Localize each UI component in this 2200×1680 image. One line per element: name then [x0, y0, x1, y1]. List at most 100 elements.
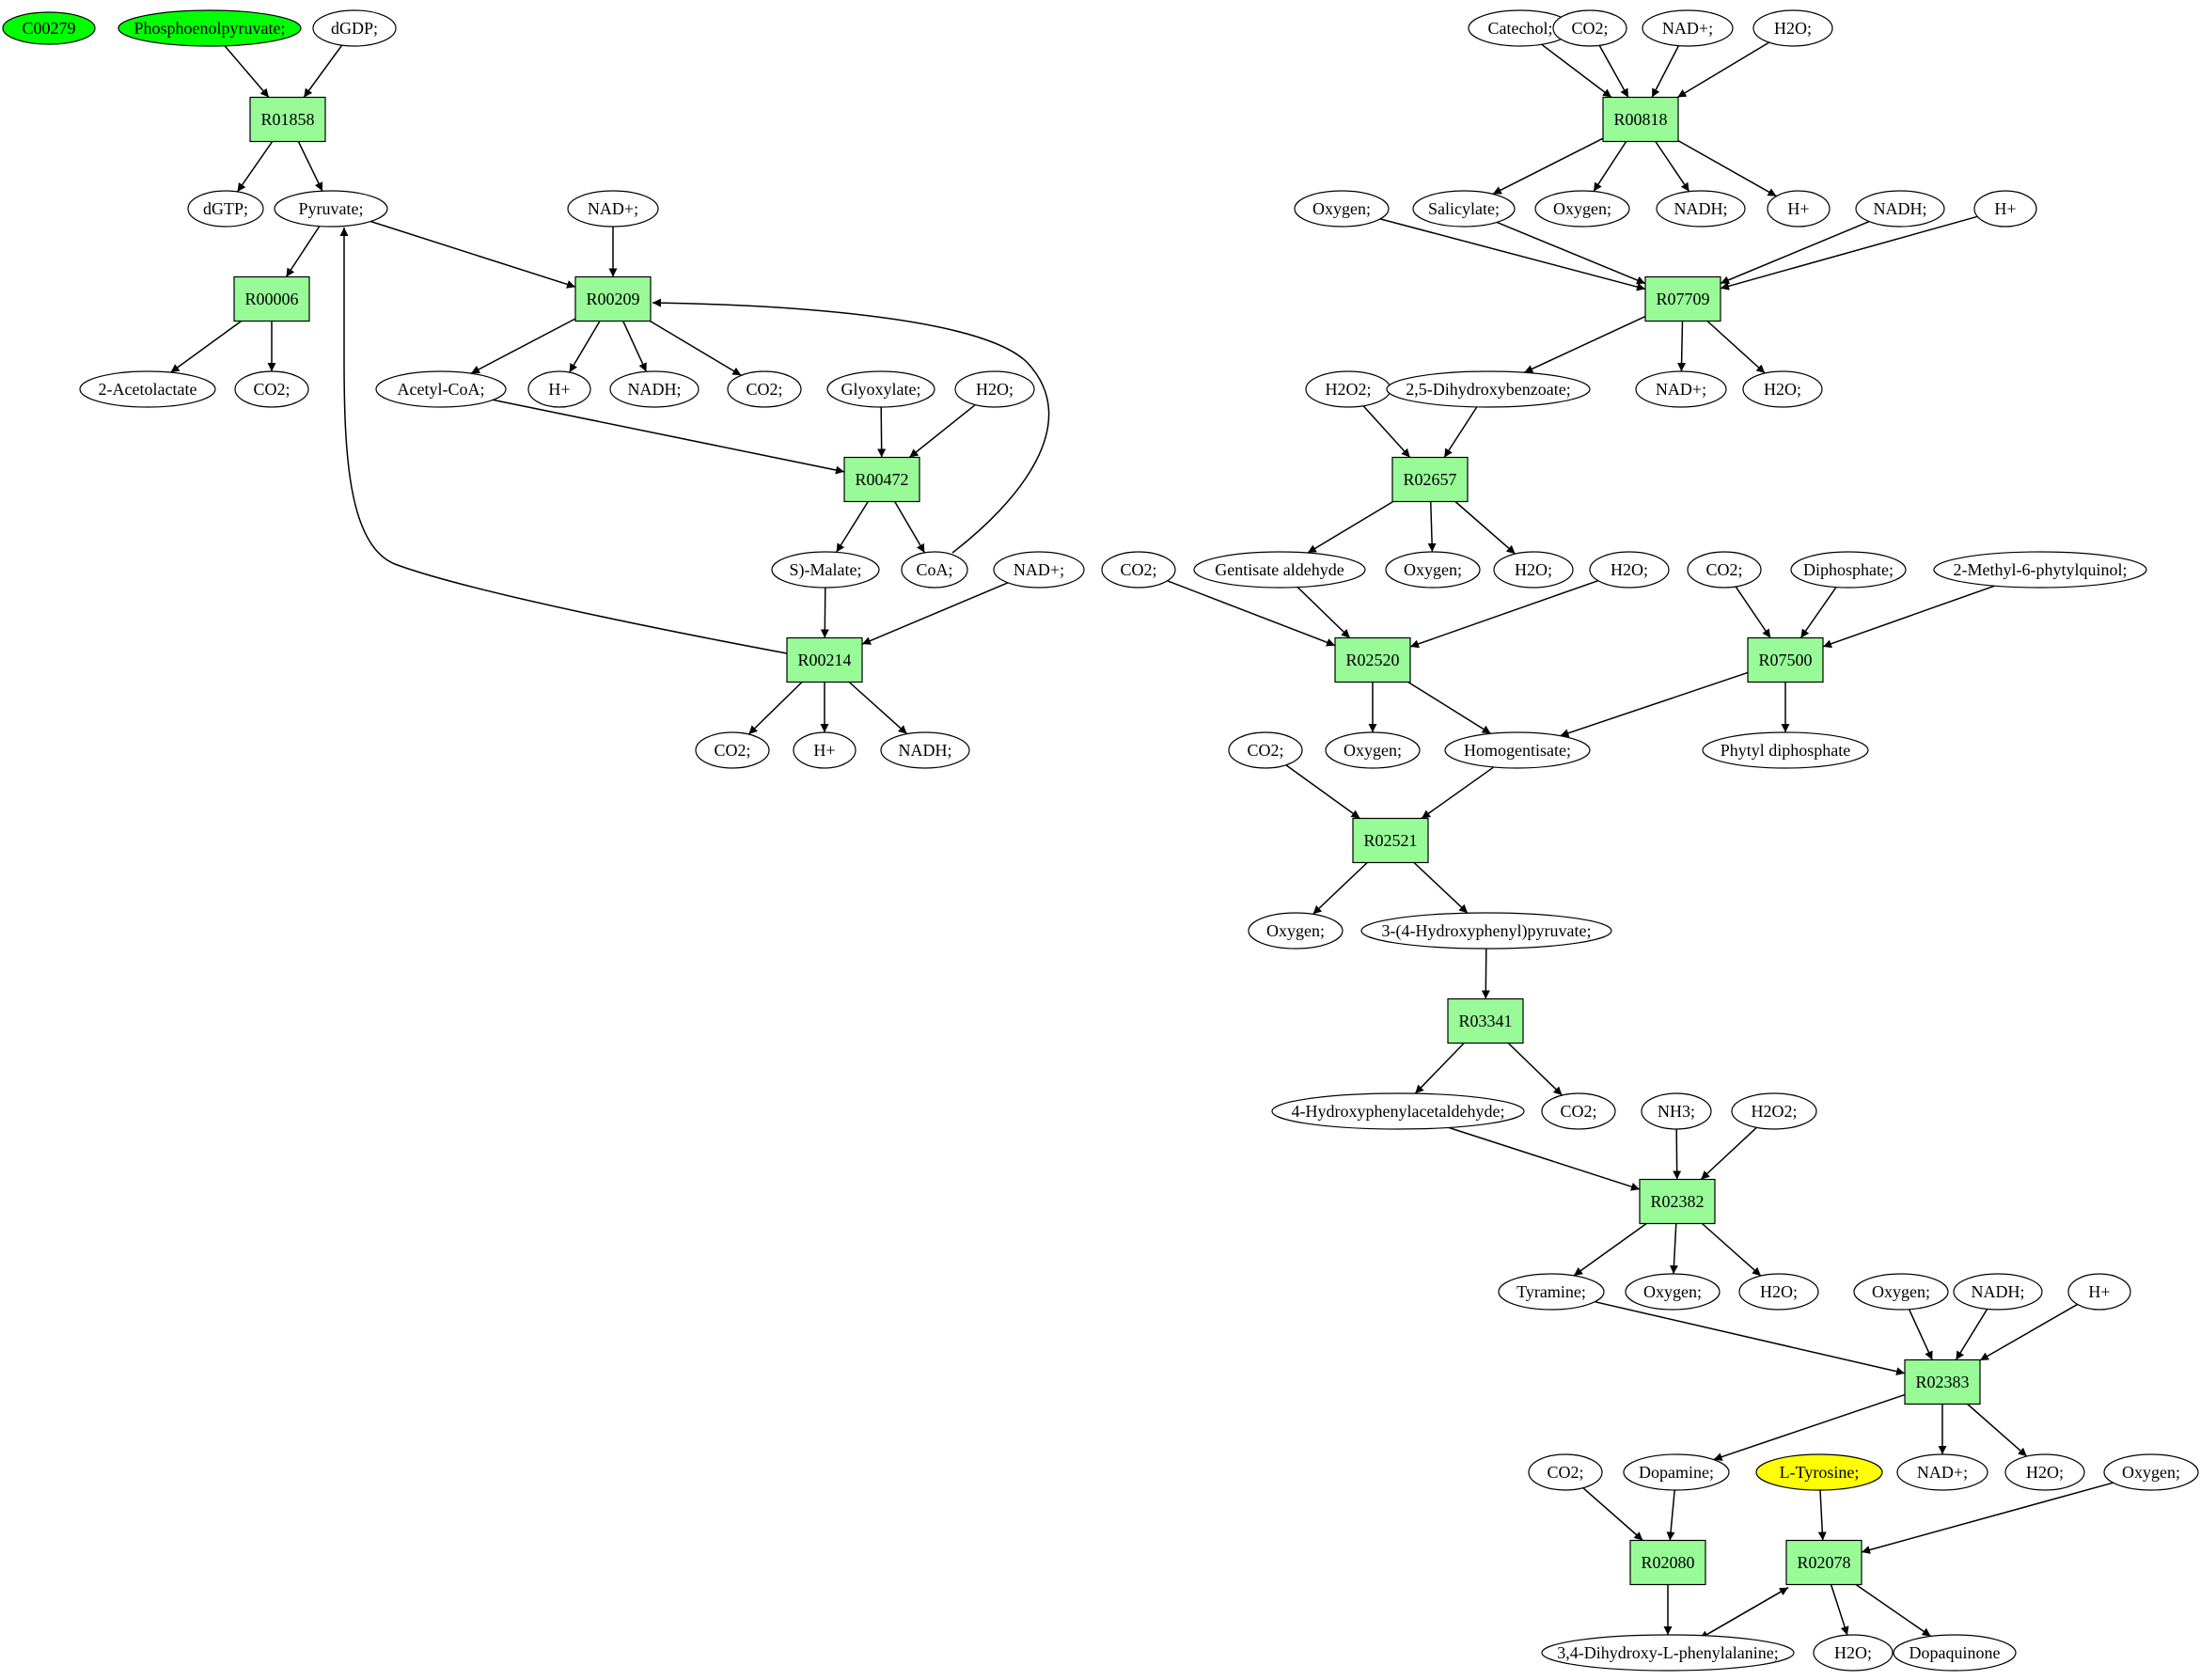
compound-ellipse [1635, 370, 1727, 408]
compound-node-glyoxylate[interactable]: Glyoxylate; [826, 370, 935, 408]
compound-node-h2o_c[interactable]: H2O; [1742, 370, 1823, 408]
compound-node-h2o_d[interactable]: H2O; [1493, 551, 1574, 589]
compound-node-co2_h[interactable]: CO2; [1541, 1092, 1616, 1130]
compound-node-acetylcoa[interactable]: Acetyl-CoA; [375, 370, 507, 408]
compound-node-oxygen_f[interactable]: Oxygen; [1625, 1273, 1721, 1311]
reaction-node-r00209[interactable]: R00209 [574, 275, 652, 322]
compound-node-dopaquinone[interactable]: Dopaquinone [1893, 1634, 2017, 1672]
reaction-label: R02657 [1403, 470, 1456, 489]
compound-node-co2_b[interactable]: CO2; [727, 370, 802, 408]
reaction-node-r02521[interactable]: R02521 [1352, 817, 1429, 864]
compound-node-nad_e[interactable]: NAD+; [1896, 1453, 1988, 1491]
compound-ellipse [1813, 1634, 1894, 1672]
compound-node-dgdp[interactable]: dGDP; [312, 9, 397, 47]
compound-node-hplus_d[interactable]: H+ [1973, 190, 2037, 228]
compound-label: Phytyl diphosphate [1721, 741, 1851, 760]
compound-node-oxygen_d[interactable]: Oxygen; [1325, 731, 1421, 769]
compound-node-co2_e[interactable]: CO2; [1101, 551, 1176, 589]
reaction-node-r03341[interactable]: R03341 [1447, 997, 1524, 1044]
reaction-node-r07500[interactable]: R07500 [1747, 636, 1824, 683]
compound-node-diphosphate[interactable]: Diphosphate; [1790, 551, 1907, 589]
edge-r00214-to-pyruvate [339, 228, 788, 654]
edge-r02078-to-dopaquinone [1855, 1583, 1932, 1638]
compound-node-ldopa[interactable]: 3,4-Dihydroxy-L-phenylalanine; [1541, 1634, 1795, 1672]
compound-node-oxygen_c[interactable]: Oxygen; [1385, 551, 1481, 589]
reaction-node-r02078[interactable]: R02078 [1785, 1539, 1862, 1586]
compound-node-nadh_d[interactable]: NADH; [1855, 190, 1945, 228]
reaction-node-r00006[interactable]: R00006 [233, 275, 310, 322]
compound-node-phytyldp[interactable]: Phytyl diphosphate [1702, 731, 1869, 769]
compound-node-h2o_h[interactable]: H2O; [1813, 1634, 1894, 1672]
compound-node-tyramine[interactable]: Tyramine; [1498, 1273, 1605, 1311]
compound-node-oxygen_e[interactable]: Oxygen; [1248, 912, 1344, 950]
compound-node-hplus_a[interactable]: H+ [527, 370, 591, 408]
compound-ellipse [1642, 9, 1734, 47]
compound-node-dopamine[interactable]: Dopamine; [1623, 1453, 1730, 1491]
edge-r02521-to-hppyr [1413, 861, 1469, 914]
compound-node-nad_c[interactable]: NAD+; [1642, 9, 1734, 47]
compound-node-mpq[interactable]: 2-Methyl-6-phytylquinol; [1933, 551, 2147, 589]
reaction-node-r07709[interactable]: R07709 [1644, 275, 1721, 322]
compound-node-h2o_f[interactable]: H2O; [1738, 1273, 1819, 1311]
reaction-node-r01858[interactable]: R01858 [249, 96, 326, 143]
compound-node-nad_b[interactable]: NAD+; [993, 551, 1085, 589]
compound-node-coa[interactable]: CoA; [901, 551, 968, 589]
compound-node-co2_g[interactable]: CO2; [1228, 731, 1303, 769]
compound-node-nad_d[interactable]: NAD+; [1635, 370, 1727, 408]
edge-hppyr-to-r03341 [1481, 948, 1490, 999]
reaction-box [843, 456, 920, 503]
compound-node-nadh_a[interactable]: NADH; [609, 370, 699, 408]
compound-node-c00279[interactable]: C00279 [2, 11, 96, 45]
compound-node-hplus_e[interactable]: H+ [2067, 1273, 2131, 1311]
edge-r00818-to-oxygen_b [1593, 141, 1627, 192]
compound-node-malate[interactable]: S)-Malate; [771, 551, 880, 589]
compound-node-oxygen_b[interactable]: Oxygen; [1534, 190, 1630, 228]
compound-node-nadh_b[interactable]: NADH; [880, 731, 970, 769]
compound-node-nh3[interactable]: NH3; [1641, 1092, 1712, 1130]
compound-node-gentisald[interactable]: Gentisate aldehyde [1193, 551, 1366, 589]
compound-node-co2_f[interactable]: CO2; [1687, 551, 1762, 589]
compound-node-hpaald[interactable]: 4-Hydroxyphenylacetaldehyde; [1271, 1092, 1525, 1130]
compound-node-h2o2_a[interactable]: H2O2; [1305, 370, 1391, 408]
reaction-node-r00818[interactable]: R00818 [1602, 96, 1679, 143]
reaction-node-r02382[interactable]: R02382 [1639, 1178, 1716, 1225]
compound-node-catechol[interactable]: Catechol; [1468, 9, 1573, 47]
compound-node-acetolactate[interactable]: 2-Acetolactate [79, 370, 216, 408]
compound-node-h2o_e[interactable]: H2O; [1589, 551, 1670, 589]
compound-node-ltyrosine[interactable]: L-Tyrosine; [1755, 1453, 1883, 1491]
reaction-node-r02520[interactable]: R02520 [1334, 636, 1411, 683]
edge-nh3-to-r02382 [1673, 1128, 1682, 1180]
compound-node-oxygen_a[interactable]: Oxygen; [1294, 190, 1390, 228]
edge-homogentisate-to-r02521 [1421, 766, 1495, 820]
compound-node-co2_c[interactable]: CO2; [695, 731, 770, 769]
compound-node-hplus_b[interactable]: H+ [793, 731, 856, 769]
compound-node-oxygen_h[interactable]: Oxygen; [2103, 1453, 2199, 1491]
compound-node-h2o_a[interactable]: H2O; [954, 370, 1035, 408]
compound-node-hplus_c[interactable]: H+ [1767, 190, 1831, 228]
reaction-node-r02657[interactable]: R02657 [1391, 456, 1469, 503]
compound-node-h2o_b[interactable]: H2O; [1752, 9, 1833, 47]
compound-node-pyruvate[interactable]: Pyruvate; [274, 190, 388, 228]
compound-node-homogentisate[interactable]: Homogentisate; [1444, 731, 1591, 769]
compound-node-oxygen_g[interactable]: Oxygen; [1853, 1273, 1949, 1311]
compound-node-h2o_g[interactable]: H2O; [2004, 1453, 2085, 1491]
compound-node-co2_i[interactable]: CO2; [1528, 1453, 1603, 1491]
reaction-node-r02080[interactable]: R02080 [1629, 1539, 1706, 1586]
compound-node-co2_a[interactable]: CO2; [234, 370, 309, 408]
compound-node-h2o2_b[interactable]: H2O2; [1731, 1092, 1817, 1130]
compound-ellipse [1752, 9, 1833, 47]
compound-node-salicylate[interactable]: Salicylate; [1412, 190, 1516, 228]
compound-node-dhb[interactable]: 2,5-Dihydroxybenzoate; [1386, 370, 1591, 408]
compound-node-co2_d[interactable]: CO2; [1552, 9, 1627, 47]
reaction-node-r00214[interactable]: R00214 [786, 636, 863, 683]
compound-label: Acetyl-CoA; [398, 380, 485, 399]
compound-node-nadh_e[interactable]: NADH; [1953, 1273, 2043, 1311]
compound-node-pep[interactable]: Phosphoenolpyruvate; [118, 9, 302, 47]
compound-node-hppyr[interactable]: 3-(4-Hydroxyphenyl)pyruvate; [1360, 912, 1612, 950]
reaction-node-r02383[interactable]: R02383 [1904, 1358, 1981, 1405]
reaction-node-r00472[interactable]: R00472 [843, 456, 920, 503]
compound-node-nad_a[interactable]: NAD+; [567, 190, 659, 228]
compound-node-dgtp[interactable]: dGTP; [187, 190, 264, 228]
compound-node-nadh_c[interactable]: NADH; [1656, 190, 1746, 228]
